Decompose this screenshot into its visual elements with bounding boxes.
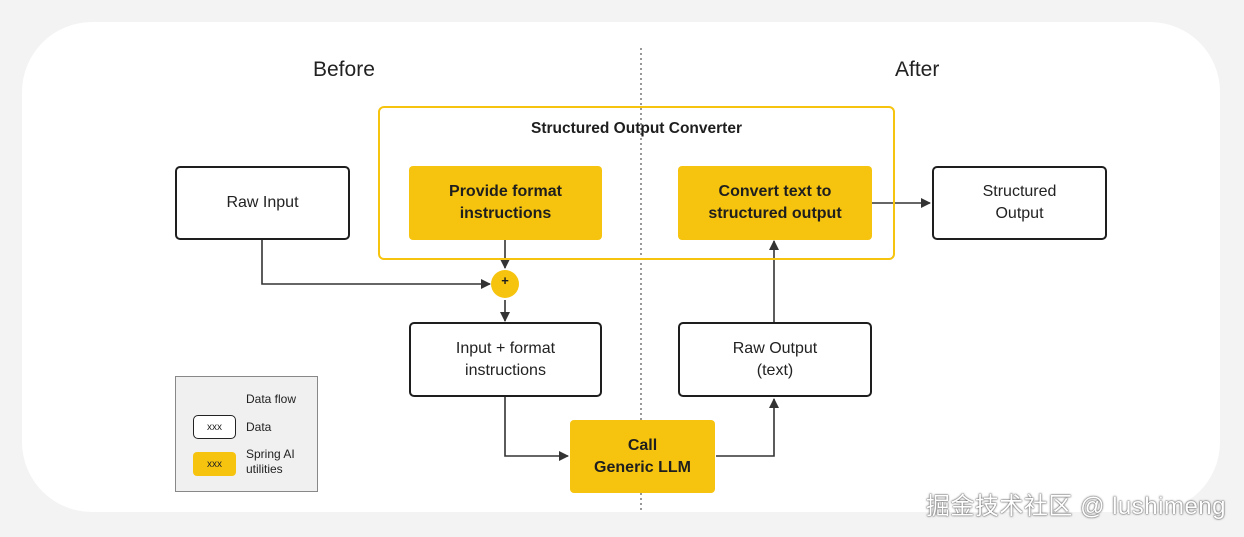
legend-data-flow-label: Data flow (246, 392, 297, 406)
arrow-raw-input-to-join (261, 240, 491, 289)
structured-output-converter-group (378, 106, 895, 260)
legend-data-label: Data (246, 420, 272, 434)
structured-output-node: Structured Output (932, 166, 1107, 240)
arrow-input-to-llm (504, 397, 569, 461)
after-heading: After (895, 58, 940, 81)
convert-text-node: Convert text to structured output (678, 166, 872, 240)
converter-title: Structured Output Converter (531, 120, 742, 137)
legend-util-label: Spring AI utilities (246, 447, 295, 476)
provide-format-node: Provide format instructions (409, 166, 602, 240)
join-symbol: + (501, 273, 509, 288)
input-format-node: Input + format instructions (409, 322, 602, 397)
legend-data-chip: xxx (193, 415, 236, 439)
before-heading: Before (313, 58, 375, 81)
raw-output-node: Raw Output (text) (678, 322, 872, 397)
join-node (491, 270, 519, 298)
watermark: 掘金技术社区 @ lushimeng (925, 493, 1226, 520)
call-llm-node: Call Generic LLM (570, 420, 715, 493)
raw-input-node: Raw Input (175, 166, 350, 240)
arrow-llm-to-raw-output (716, 398, 779, 457)
legend-util-chip: xxx (193, 452, 236, 476)
